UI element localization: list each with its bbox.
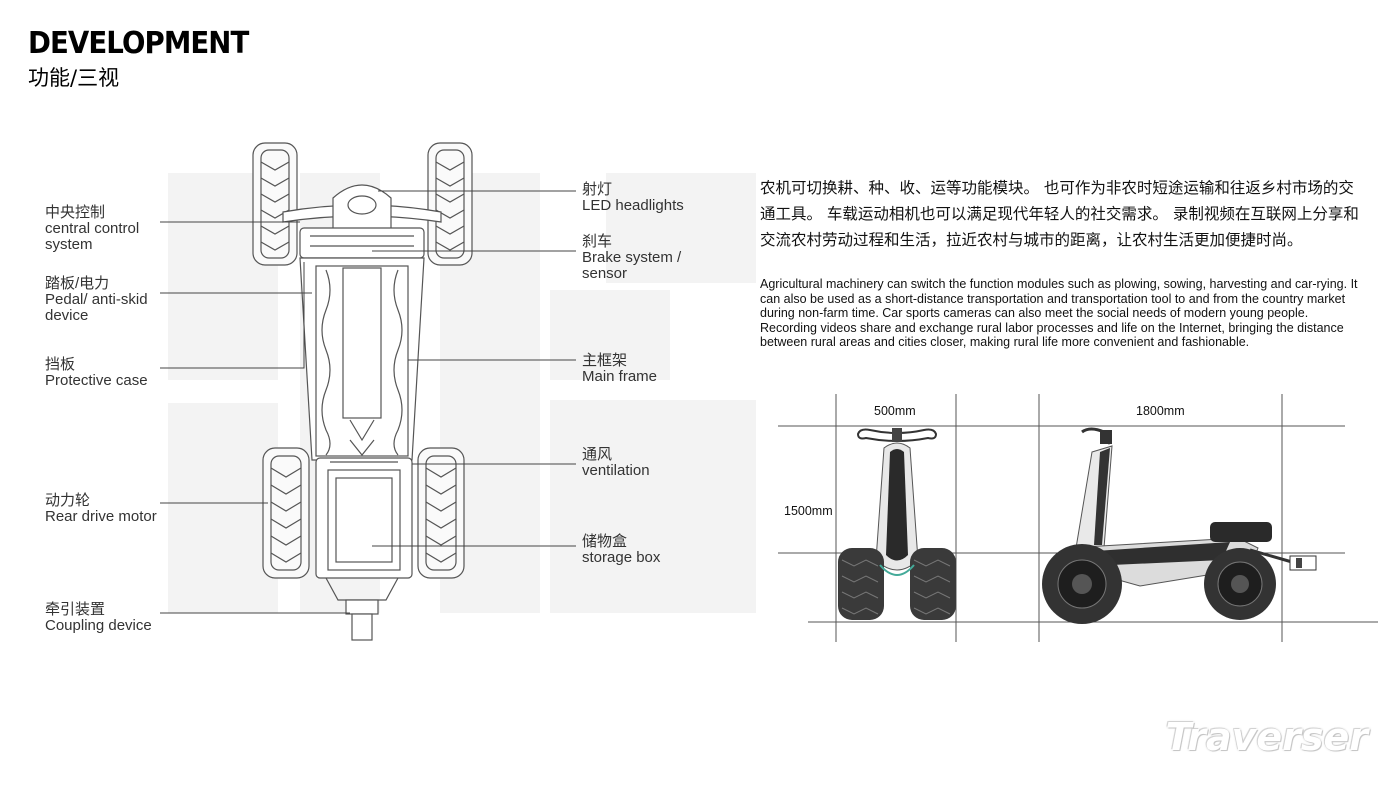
callout-lines-left: [160, 221, 350, 614]
front-view-wheel-right: [910, 548, 956, 620]
top-view-vehicle: [252, 142, 473, 641]
callout-en: storage box: [582, 549, 661, 566]
dimension-height: 1500mm: [784, 504, 833, 518]
callout-cn: 中央控制: [45, 204, 106, 221]
callout-cn: 踏板/电力: [45, 275, 110, 292]
page-subtitle: 功能/三视: [28, 66, 120, 90]
callout-cn: 动力轮: [45, 492, 91, 509]
callout-en: Brake system / sensor: [582, 249, 682, 282]
brand-logo: Traverser: [1165, 715, 1368, 759]
callout-en: Main frame: [582, 368, 658, 385]
callout-cn: 牵引装置: [45, 601, 106, 618]
callout-protective-case: 挡板 Protective case: [45, 357, 148, 389]
callout-cn: 主框架: [582, 352, 628, 369]
callout-brake-system: 刹车 Brake system / sensor: [582, 234, 697, 282]
callout-en: Coupling device: [45, 617, 152, 634]
description-english: Agricultural machinery can switch the fu…: [760, 277, 1358, 350]
callout-en: ventilation: [582, 462, 650, 479]
dimension-length: 1800mm: [1136, 404, 1185, 418]
front-view-vehicle: [838, 428, 956, 620]
dimension-width: 500mm: [874, 404, 916, 418]
callout-cn: 储物盒: [582, 533, 628, 550]
side-view-front-wheel: [1204, 548, 1276, 620]
callout-en: LED headlights: [582, 197, 684, 214]
callout-lines-right: [372, 190, 576, 547]
callout-en: Protective case: [45, 372, 148, 389]
callout-storage-box: 储物盒 storage box: [582, 534, 660, 566]
callout-pedal: 踏板/电力 Pedal/ anti-skid device: [45, 276, 161, 324]
callout-cn: 射灯: [582, 181, 613, 198]
side-view-vehicle: [1042, 427, 1317, 624]
callout-en: central control system: [45, 220, 140, 253]
callout-cn: 刹车: [582, 233, 613, 250]
callout-coupling-device: 牵引装置 Coupling device: [45, 602, 152, 634]
callout-en: Rear drive motor: [45, 508, 157, 525]
callout-en: Pedal/ anti-skid device: [45, 291, 148, 324]
description-chinese: 农机可切换耕、种、收、运等功能模块。 也可作为非农时短途运输和往返乡村市场的交通…: [760, 179, 1359, 249]
rear-left-wheel: [262, 447, 310, 579]
callout-led-headlights: 射灯 LED headlights: [582, 182, 684, 214]
callout-ventilation: 通风 ventilation: [582, 447, 650, 479]
callout-cn: 挡板: [45, 356, 76, 373]
front-view-wheel-left: [838, 548, 884, 620]
rear-right-wheel: [417, 447, 465, 579]
callout-main-frame: 主框架 Main frame: [582, 353, 657, 385]
callout-rear-drive-motor: 动力轮 Rear drive motor: [45, 493, 157, 525]
callout-cn: 通风: [582, 446, 613, 463]
page-title: DEVELOPMENT: [28, 26, 249, 61]
callout-central-control: 中央控制 central control system: [45, 205, 157, 253]
side-view-rear-wheel: [1042, 544, 1122, 624]
front-left-wheel: [252, 142, 298, 266]
front-right-wheel: [427, 142, 473, 266]
